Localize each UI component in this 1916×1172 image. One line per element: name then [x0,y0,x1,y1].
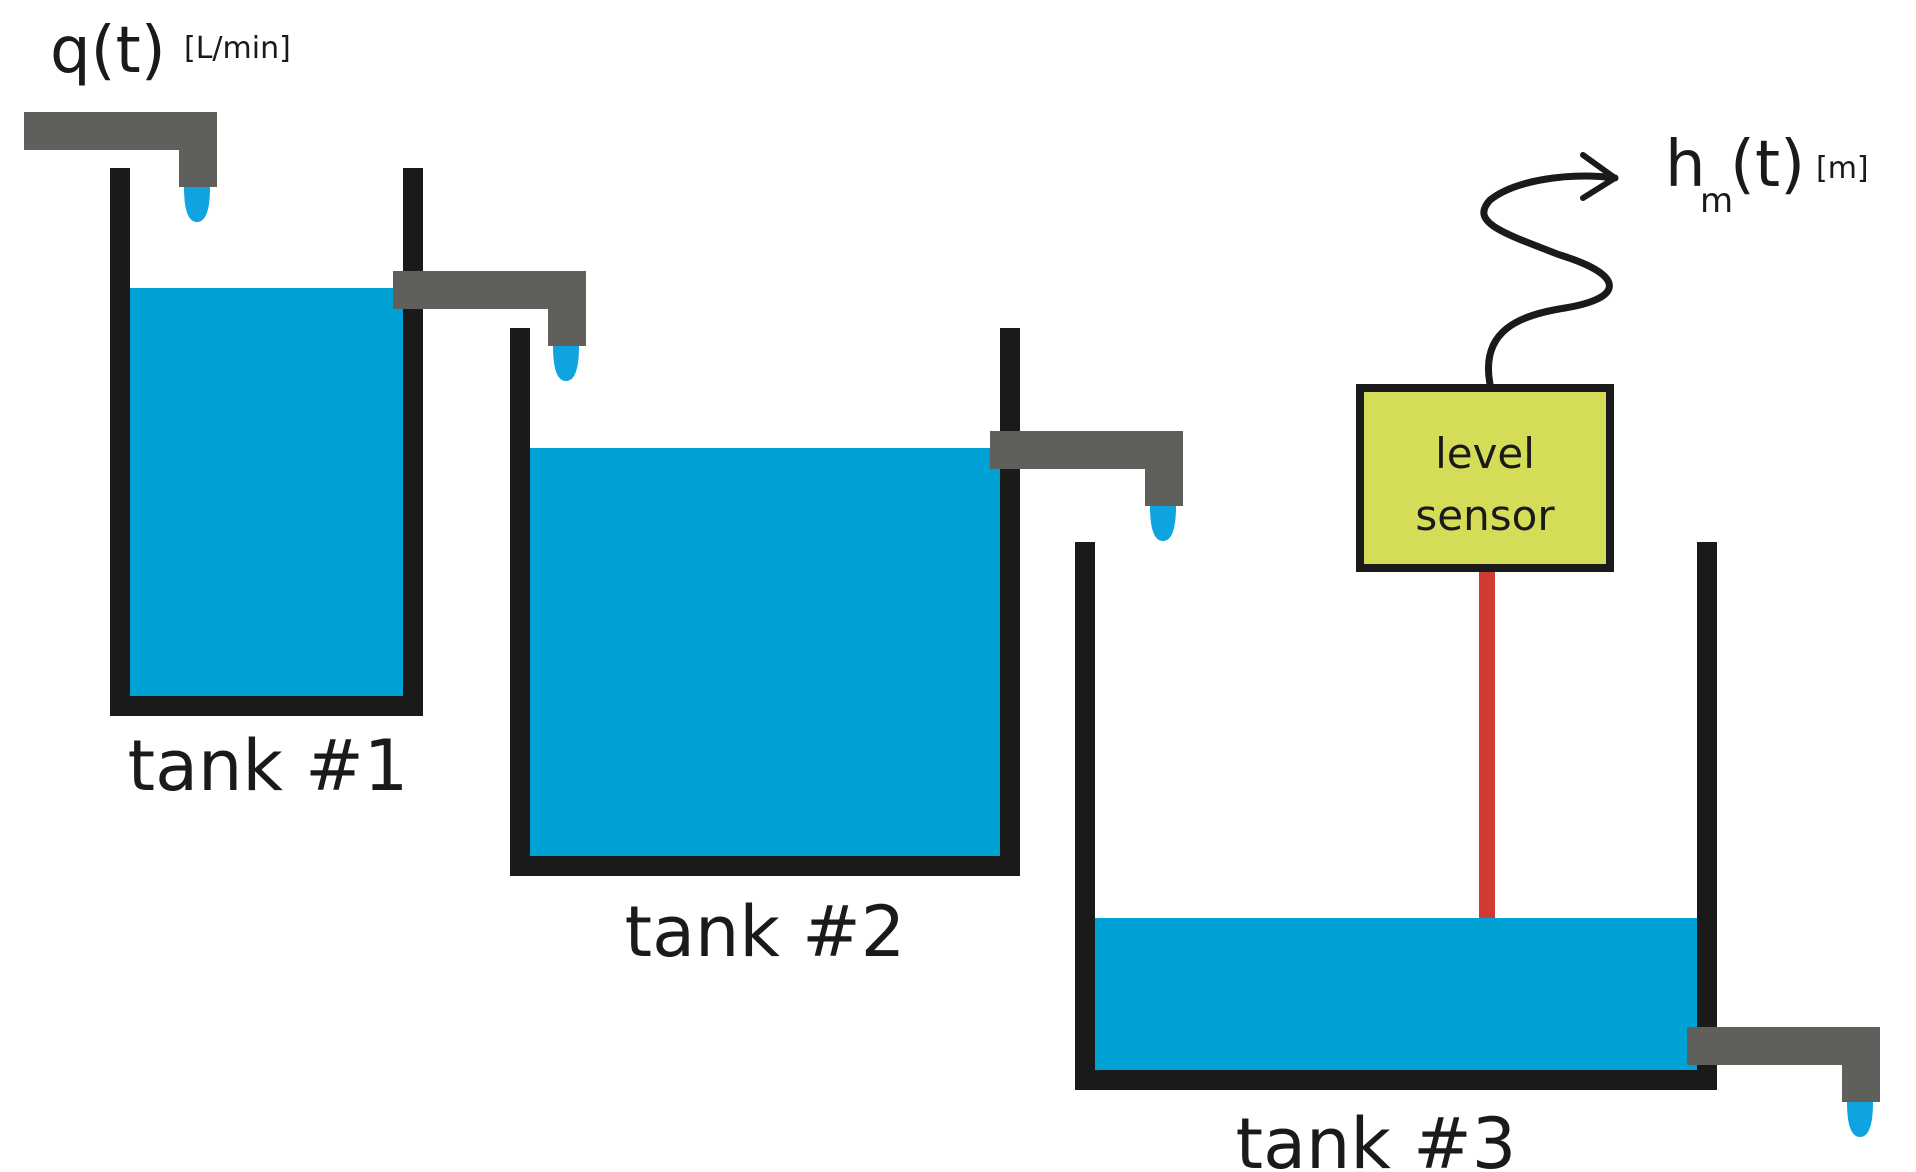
tank-3-left-wall [1075,542,1095,1090]
inflow-unit: [L/min] [184,31,291,66]
tank-3-bottom [1075,1070,1717,1090]
output-arg: (t) [1730,128,1805,202]
water-drop-2 [553,346,579,381]
tank-3-label: tank #3 [1236,1103,1517,1172]
signal-arrow-icon [1580,152,1618,201]
outflow-pipe [1687,1027,1880,1102]
tank-3-right-wall [1697,542,1717,1090]
inflow-symbol: q(t) [50,14,166,88]
output-subscript: m [1700,181,1733,221]
tank-3 [1075,542,1717,1090]
tank-3-water [1095,918,1697,1070]
tank-2-water [530,448,1000,856]
tank-1-left-wall [110,168,130,716]
sensor-rod [1479,568,1495,918]
tank-1-label: tank #1 [128,725,409,807]
inflow-pipe [24,112,217,187]
tank-2-left-wall [510,328,530,876]
tank-2-bottom [510,856,1020,876]
pipe-tank2-to-tank3 [990,431,1183,506]
tank-2-label: tank #2 [625,891,906,973]
tank-1-water [130,288,403,696]
level-sensor-box [1356,384,1614,572]
pipe-tank1-to-tank2 [393,271,586,346]
water-drop-1 [184,187,210,222]
signal-wave [1480,172,1619,388]
tank-1 [110,168,423,716]
output-unit: [m] [1816,151,1869,186]
tank-2-right-wall [1000,328,1020,876]
sensor-label-line2: sensor [1415,491,1555,540]
tank-1-right-wall [403,168,423,716]
tank-2 [510,328,1020,876]
sensor-label-line1: level [1435,429,1535,478]
tank-1-bottom [110,696,423,716]
output-symbol: h [1665,128,1706,202]
water-drop-4 [1847,1102,1873,1137]
water-drop-3 [1150,506,1176,541]
